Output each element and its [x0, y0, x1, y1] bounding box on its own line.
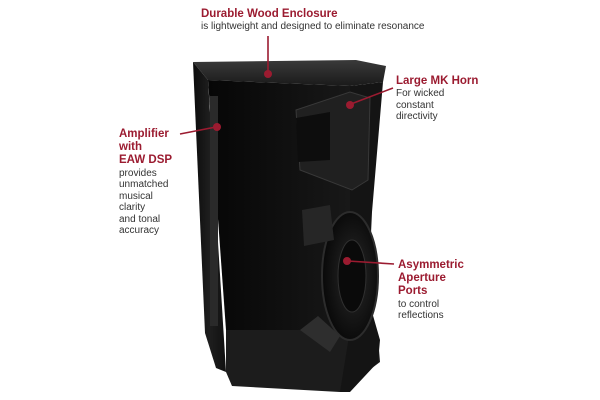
callout-title-line: Asymmetric — [398, 259, 464, 271]
callout-markers — [213, 70, 354, 265]
woofer-cone — [337, 239, 367, 313]
callout-title-line: EAW DSP — [119, 154, 173, 167]
callout-description-line: reflections — [398, 310, 444, 322]
amplifier-panel — [210, 96, 218, 326]
enclosure-top-panel — [193, 60, 386, 86]
callout-mk-horn: Large MK Horn For wicked constant direct… — [396, 75, 506, 123]
enclosure-floor — [226, 330, 380, 392]
callout-title: Durable Wood Enclosure — [201, 8, 338, 20]
horn-throat — [296, 112, 330, 162]
callout-title-line: Aperture — [398, 272, 446, 285]
callout-aperture-ports: Asymmetric Aperture Ports to control ref… — [398, 259, 508, 322]
callout-description: is lightweight and designed to eliminate… — [201, 21, 425, 33]
callout-description-line: directivity — [396, 111, 438, 123]
callout-title-line: with — [119, 141, 142, 154]
callout-description-line: provides — [119, 167, 157, 179]
callout-title-line: Ports — [398, 285, 428, 298]
callout-amplifier: Amplifier with EAW DSP provides unmatche… — [119, 128, 209, 237]
callout-wood-enclosure: Durable Wood Enclosure is lightweight an… — [201, 8, 461, 33]
aperture-port — [300, 316, 340, 352]
callout-description-line: constant — [396, 99, 434, 111]
callout-description-line: unmatched — [119, 179, 169, 191]
callout-description-line: accuracy — [119, 225, 160, 237]
callout-description-line: to control — [398, 298, 440, 310]
woofer-magnet — [302, 205, 334, 246]
callout-description-line: For wicked — [396, 88, 445, 100]
callout-leaders — [179, 36, 395, 265]
callout-title: Large MK Horn — [396, 75, 479, 87]
callout-title-line: Amplifier — [119, 128, 169, 140]
callout-description-line: musical — [119, 190, 153, 202]
callout-description-line: clarity — [119, 202, 146, 214]
callout-description-line: and tonal — [119, 213, 161, 225]
